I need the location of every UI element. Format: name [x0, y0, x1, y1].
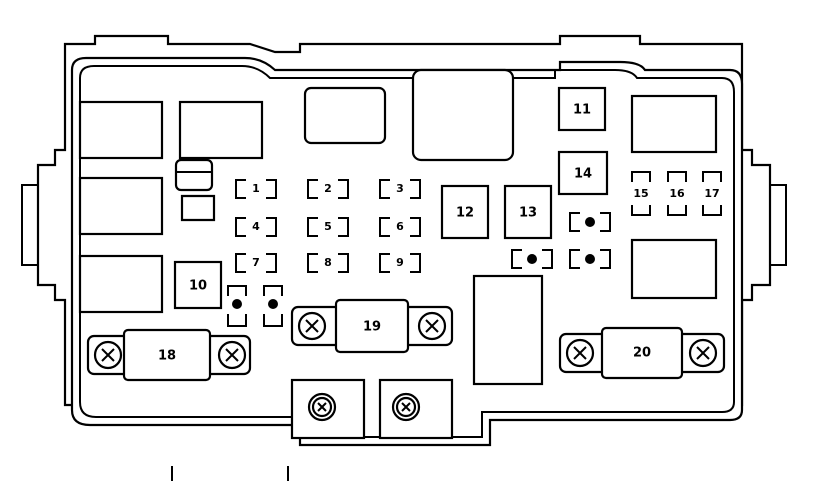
main-fuse-18: 18	[86, 328, 252, 382]
relay-box-top-large	[411, 68, 515, 162]
round-bolt-icon	[307, 392, 337, 422]
relay-box-right-top	[630, 94, 718, 154]
fuse-13: 13	[503, 184, 553, 240]
connector-base	[180, 194, 216, 222]
main-fuse-19-label: 19	[363, 320, 381, 335]
vertical-fuse-row: 15 16 17	[631, 171, 722, 216]
left-side-tab	[21, 184, 38, 266]
main-fuse-20: 20	[558, 326, 726, 380]
fuse-16-label: 16	[669, 187, 685, 200]
relay-box-center-tall	[472, 274, 544, 386]
fuse-11-label: 11	[573, 103, 591, 118]
fuse-2: 2	[307, 179, 349, 199]
bolt-x-icon	[417, 311, 447, 341]
round-bolt-icon	[391, 392, 421, 422]
relay-box-right-bottom	[630, 238, 718, 300]
fuse-8: 8	[307, 253, 349, 273]
relay-box-top-left-2	[178, 100, 264, 160]
relay-box-bottom-left	[78, 254, 164, 314]
fuse-14-label: 14	[574, 167, 592, 182]
fuse-14: 14	[557, 150, 609, 196]
terminal-bottom-right	[378, 378, 454, 440]
fuse-2-label: 2	[324, 182, 332, 195]
fuse-11: 11	[557, 86, 607, 132]
main-fuse-19: 19	[290, 298, 454, 354]
fuse-12: 12	[440, 184, 490, 240]
empty-slot-dot-icon	[227, 285, 247, 327]
main-fuse-20-label: 20	[633, 346, 651, 361]
fuse-5-label: 5	[324, 220, 332, 233]
fuse-16: 16	[667, 171, 687, 216]
fuse-4: 4	[235, 217, 277, 237]
empty-slot-dot-icon	[569, 212, 611, 232]
bolt-x-icon	[297, 311, 327, 341]
empty-slot-dot-icon	[569, 249, 611, 269]
mini-fuse-grid: 1 2 3 4 5 6 7 8 9	[235, 179, 421, 273]
bolt-x-icon	[565, 338, 595, 368]
fuse-17-label: 17	[704, 187, 719, 200]
connector-cap	[174, 158, 214, 192]
relay-box-mid-left	[78, 176, 164, 236]
fuse-7: 7	[235, 253, 277, 273]
fuse-8-label: 8	[324, 256, 332, 269]
fuse-10: 10	[173, 260, 223, 310]
fuse-1: 1	[235, 179, 277, 199]
fuse-3: 3	[379, 179, 421, 199]
relay-box-top-left-1	[78, 100, 164, 160]
fuse-5: 5	[307, 217, 349, 237]
fuse-6: 6	[379, 217, 421, 237]
fuse-9: 9	[379, 253, 421, 273]
relay-box-top-center	[303, 86, 387, 145]
fuse-7-label: 7	[252, 256, 260, 269]
fuse-17: 17	[702, 171, 722, 216]
terminal-bottom-left	[290, 378, 366, 440]
empty-slot-group	[227, 212, 611, 327]
bolt-x-icon	[93, 340, 123, 370]
fuse-15-label: 15	[633, 187, 648, 200]
main-fuse-18-label: 18	[158, 349, 176, 364]
fuse-3-label: 3	[396, 182, 404, 195]
empty-slot-dot-icon	[263, 285, 283, 327]
fuse-1-label: 1	[252, 182, 260, 195]
bolt-x-icon	[688, 338, 718, 368]
fuse-13-label: 13	[519, 206, 537, 221]
bolt-x-icon	[217, 340, 247, 370]
right-side-tab	[770, 184, 787, 266]
empty-slot-dot-icon	[511, 249, 553, 269]
fuse-10-label: 10	[189, 279, 207, 294]
fuse-9-label: 9	[396, 256, 404, 269]
fuse-15: 15	[631, 171, 651, 216]
fuse-4-label: 4	[252, 220, 260, 233]
fuse-12-label: 12	[456, 206, 474, 221]
fuse-6-label: 6	[396, 220, 404, 233]
